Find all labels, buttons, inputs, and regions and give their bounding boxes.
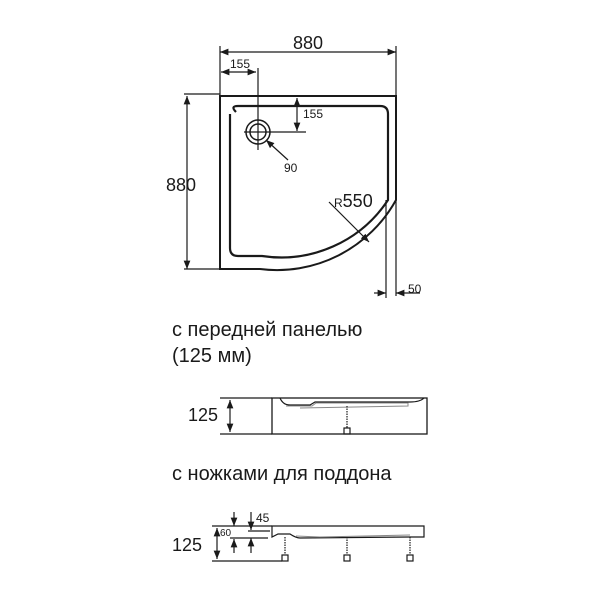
drain-diameter-label: 90 — [284, 161, 298, 175]
height-dimension-label: 880 — [166, 175, 197, 195]
drain-offset-y-label: 155 — [303, 107, 324, 121]
front-panel-section — [220, 397, 428, 435]
radius-label: R550 — [334, 192, 373, 211]
front-panel-height-label: 125 — [188, 405, 219, 425]
width-dimension-label: 880 — [293, 33, 324, 53]
rim-offset-label: 50 — [408, 282, 422, 296]
tray-outline — [219, 95, 397, 272]
radius-prefix: R — [334, 196, 343, 210]
radius-value: 550 — [342, 191, 373, 211]
front-panel-caption-size: (125 мм) — [172, 345, 252, 367]
legs-caption: с ножками для поддона — [172, 463, 392, 485]
legs-section — [212, 512, 425, 562]
front-panel-caption: с передней панелью — [172, 319, 363, 341]
legs-height-label: 125 — [172, 535, 203, 555]
depth-label: 45 — [256, 511, 270, 525]
tray-height-label: 60 — [220, 528, 232, 539]
drain-offset-x-label: 155 — [230, 57, 251, 71]
